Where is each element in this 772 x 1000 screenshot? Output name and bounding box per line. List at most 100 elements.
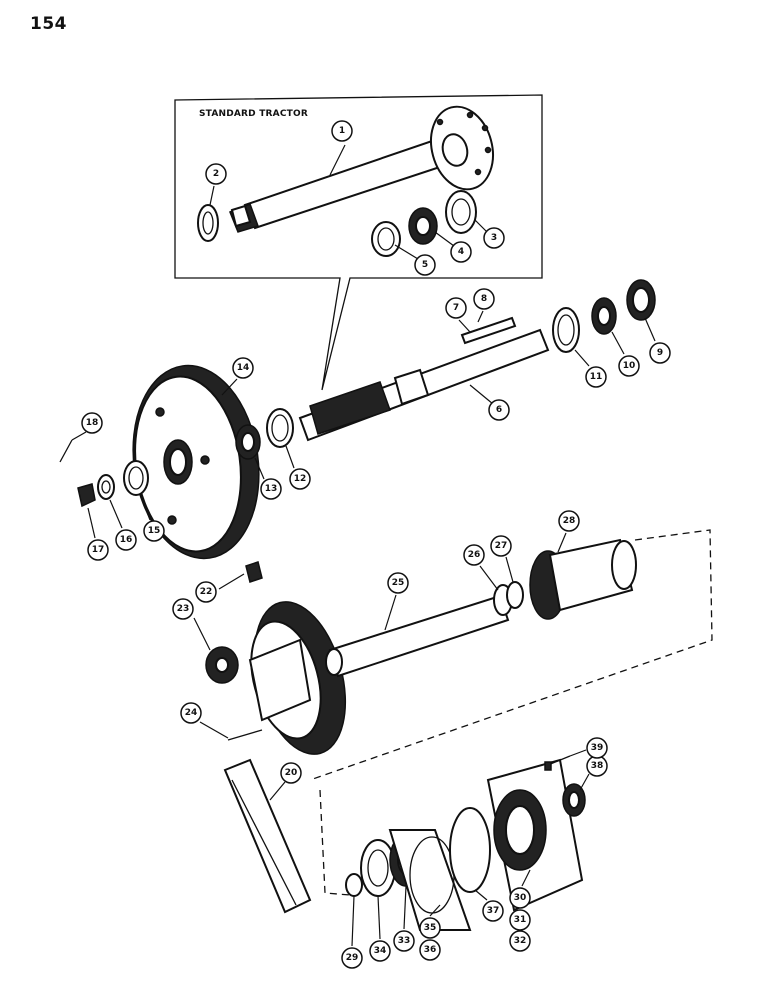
callout-circle xyxy=(369,940,391,962)
callout-28: 28 xyxy=(557,510,580,553)
callout-number: 16 xyxy=(120,535,133,545)
bearing-cone-inset xyxy=(408,207,438,245)
bearing-cone-10 xyxy=(591,297,617,335)
callout-2: 2 xyxy=(205,163,227,206)
callout-number: 24 xyxy=(185,708,198,718)
leader-line xyxy=(469,384,494,405)
dashed-boundary-upper xyxy=(309,529,713,781)
pinion-shaft-25 xyxy=(325,594,510,678)
callout-circle xyxy=(558,510,580,532)
shaft-22 xyxy=(245,561,263,583)
leader-line xyxy=(109,499,123,529)
callout-10: 10 xyxy=(611,331,640,377)
callout-4: 4 xyxy=(434,231,472,263)
callout-circle xyxy=(115,529,137,551)
callout-27: 27 xyxy=(490,535,514,583)
leader-line xyxy=(209,185,215,206)
leader-line xyxy=(199,721,229,739)
callout-number: 22 xyxy=(200,587,213,597)
snap-ring-29 xyxy=(345,873,363,897)
nut-17 xyxy=(77,483,96,508)
callout-circle xyxy=(509,930,531,952)
callout-number: 17 xyxy=(92,545,105,555)
leader-line xyxy=(285,445,295,469)
callout-14: 14 xyxy=(221,357,254,396)
leader-line xyxy=(394,244,419,260)
callout-32: 32 xyxy=(509,930,531,952)
callout-18: 18 xyxy=(71,412,103,441)
callout-number: 27 xyxy=(495,541,508,551)
callout-38: 38 xyxy=(579,755,608,791)
callout-number: 14 xyxy=(237,363,250,373)
callout-13: 13 xyxy=(254,457,282,500)
callout-number: 11 xyxy=(590,372,603,382)
callout-12: 12 xyxy=(285,445,311,490)
callout-circle xyxy=(482,900,504,922)
callout-23: 23 xyxy=(172,598,211,651)
bearing-cup-34 xyxy=(360,839,396,897)
dashed-boundary-lower xyxy=(319,789,351,896)
callout-circle xyxy=(143,520,165,542)
callout-number: 34 xyxy=(374,946,387,956)
axle-shaft-inset xyxy=(229,105,494,233)
callout-37: 37 xyxy=(474,889,504,922)
callout-number: 8 xyxy=(481,294,487,304)
callout-circle xyxy=(419,939,441,961)
callout-number: 7 xyxy=(453,303,459,313)
bolt-39 xyxy=(544,755,571,771)
callout-5: 5 xyxy=(394,244,436,276)
leader-line xyxy=(377,895,381,940)
page-number: 154 xyxy=(30,14,67,34)
callout-number: 9 xyxy=(657,348,663,358)
callout-circle xyxy=(87,539,109,561)
callout-number: 38 xyxy=(591,761,604,771)
pinion-23 xyxy=(205,646,239,684)
axle-20 xyxy=(223,758,312,914)
leader-line xyxy=(521,869,531,887)
callout-number: 2 xyxy=(213,169,219,179)
washer-16 xyxy=(97,474,115,500)
callout-circle xyxy=(483,227,505,249)
leader-line xyxy=(574,349,590,367)
callout-number: 4 xyxy=(458,247,464,257)
callout-circle xyxy=(414,254,436,276)
callout-36: 36 xyxy=(419,939,441,961)
callout-number: 23 xyxy=(177,604,190,614)
callout-number: 32 xyxy=(514,936,527,946)
callout-16: 16 xyxy=(109,499,137,551)
callout-number: 37 xyxy=(487,906,500,916)
differential-housing xyxy=(248,601,347,755)
callout-30: 30 xyxy=(509,869,531,909)
callout-number: 3 xyxy=(491,233,497,243)
callout-circle xyxy=(341,947,363,969)
callout-8: 8 xyxy=(473,288,495,323)
callout-9: 9 xyxy=(644,317,671,364)
leader-line xyxy=(644,317,656,342)
leader-line xyxy=(579,773,590,791)
callout-circle xyxy=(393,930,415,952)
shaft xyxy=(298,328,550,442)
bearing-cone-13 xyxy=(235,424,261,460)
callout-number: 36 xyxy=(424,945,437,955)
callout-circle xyxy=(180,702,202,724)
leader-line xyxy=(429,904,441,917)
leader-line xyxy=(477,310,484,323)
key-7 xyxy=(460,316,517,345)
washer-27 xyxy=(506,581,524,609)
callout-circle xyxy=(419,917,441,939)
callout-circle xyxy=(509,887,531,909)
inset-title: STANDARD TRACTOR xyxy=(199,109,308,119)
callout-35: 35 xyxy=(419,904,441,939)
callout-number: 28 xyxy=(563,516,576,526)
callout-circle xyxy=(81,412,103,434)
leader-line xyxy=(71,431,87,441)
cotter-pin-18 xyxy=(59,439,73,463)
leader-line xyxy=(557,532,567,553)
callout-24: 24 xyxy=(180,702,229,739)
bearing-cup-inset xyxy=(445,190,477,234)
callout-circle xyxy=(490,535,512,557)
leader-line xyxy=(458,319,471,333)
callout-circle xyxy=(509,909,531,931)
callout-circle xyxy=(585,366,607,388)
